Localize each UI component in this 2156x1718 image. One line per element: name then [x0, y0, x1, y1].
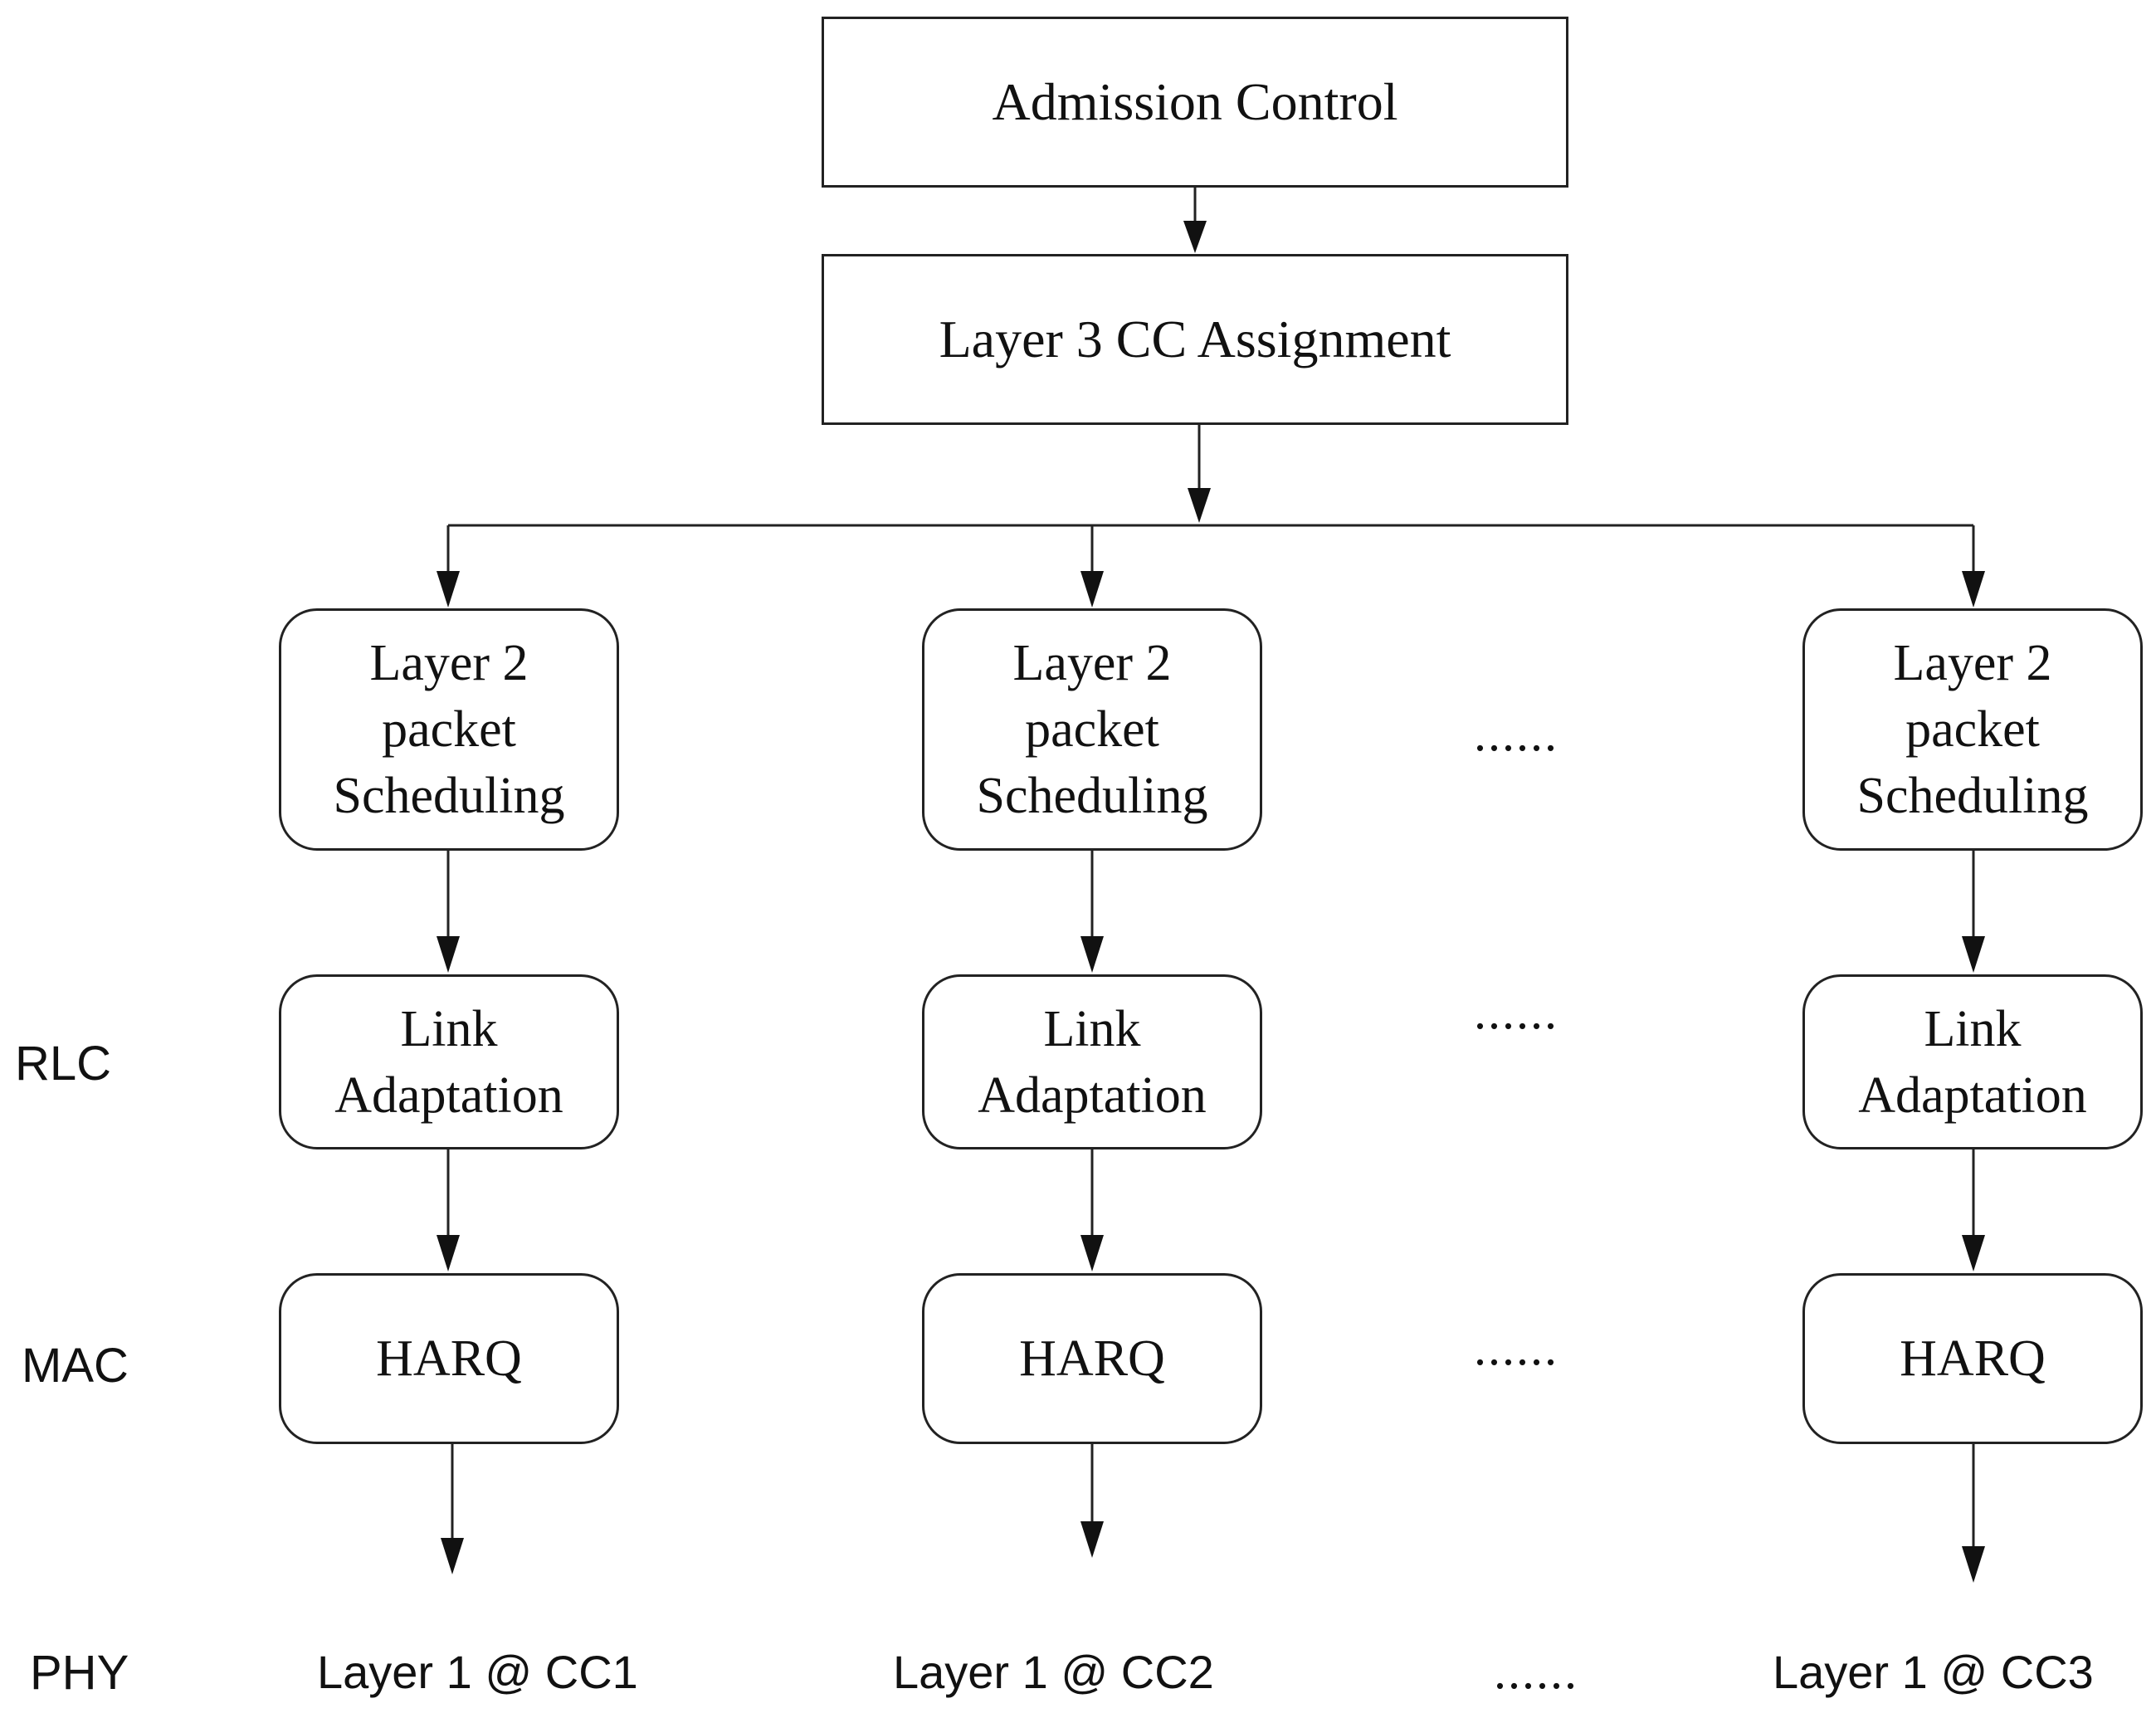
- admission-control-label: Admission Control: [992, 72, 1398, 131]
- layer-label-phy: PHY: [30, 1646, 129, 1700]
- arrowhead: [1080, 936, 1104, 973]
- link-line: Link: [400, 1000, 498, 1057]
- link-line: Adaptation: [1858, 1066, 2087, 1124]
- harq-box-cc1: HARQ: [279, 1273, 619, 1444]
- arrowhead: [1080, 571, 1104, 608]
- ellipsis-harq: ......: [1474, 1320, 1558, 1375]
- ellipsis-phy: ......: [1494, 1644, 1578, 1699]
- phy-label-cc1: Layer 1 @ CC1: [317, 1646, 638, 1698]
- layer-label-mac: MAC: [22, 1339, 129, 1393]
- link-line: Link: [1043, 1000, 1141, 1057]
- ellipsis-scheduling: ......: [1474, 706, 1558, 761]
- scheduling-box-cc1: Layer 2 packet Scheduling: [279, 608, 619, 851]
- arrowhead: [1188, 488, 1211, 523]
- link-adaptation-box-cc3: Link Adaptation: [1802, 974, 2143, 1149]
- ellipsis-link: ......: [1474, 984, 1558, 1039]
- link-adaptation-box-cc1: Link Adaptation: [279, 974, 619, 1149]
- scheduling-line: Scheduling: [1856, 768, 2089, 824]
- arrowhead: [1962, 1235, 1985, 1271]
- link-line: Link: [1924, 1000, 2022, 1057]
- scheduling-box-cc2: Layer 2 packet Scheduling: [922, 608, 1262, 851]
- arrowhead: [1962, 571, 1985, 608]
- arrowhead: [437, 936, 460, 973]
- layer-label-rlc: RLC: [15, 1037, 112, 1091]
- cc-assignment-box: Layer 3 CC Assignment: [822, 254, 1568, 425]
- arrowhead: [437, 1235, 460, 1271]
- arrowhead: [1962, 936, 1985, 973]
- arrowhead: [1962, 1546, 1985, 1583]
- link-line: Adaptation: [334, 1066, 563, 1124]
- harq-label: HARQ: [1019, 1330, 1165, 1387]
- phy-label-cc2: Layer 1 @ CC2: [893, 1646, 1214, 1698]
- scheduling-line: Layer 2: [1012, 635, 1172, 691]
- scheduling-line: Scheduling: [333, 768, 565, 824]
- arrowhead: [1183, 221, 1207, 253]
- cc-assignment-label: Layer 3 CC Assignment: [939, 310, 1451, 368]
- harq-box-cc3: HARQ: [1802, 1273, 2143, 1444]
- scheduling-line: packet: [1025, 701, 1159, 758]
- arrowhead: [437, 571, 460, 608]
- scheduling-line: packet: [382, 701, 516, 758]
- scheduling-line: Layer 2: [1893, 635, 2052, 691]
- arrowhead: [441, 1538, 464, 1574]
- scheduling-box-cc3: Layer 2 packet Scheduling: [1802, 608, 2143, 851]
- link-adaptation-box-cc2: Link Adaptation: [922, 974, 1262, 1149]
- arrowhead: [1080, 1521, 1104, 1558]
- scheduling-line: packet: [1905, 701, 2040, 758]
- harq-box-cc2: HARQ: [922, 1273, 1262, 1444]
- link-line: Adaptation: [978, 1066, 1207, 1124]
- harq-label: HARQ: [376, 1330, 522, 1387]
- harq-label: HARQ: [1900, 1330, 2046, 1387]
- scheduling-line: Scheduling: [976, 768, 1208, 824]
- arrowhead: [1080, 1235, 1104, 1271]
- phy-label-cc3: Layer 1 @ CC3: [1773, 1646, 2094, 1698]
- scheduling-line: Layer 2: [369, 635, 529, 691]
- admission-control-box: Admission Control: [822, 17, 1568, 188]
